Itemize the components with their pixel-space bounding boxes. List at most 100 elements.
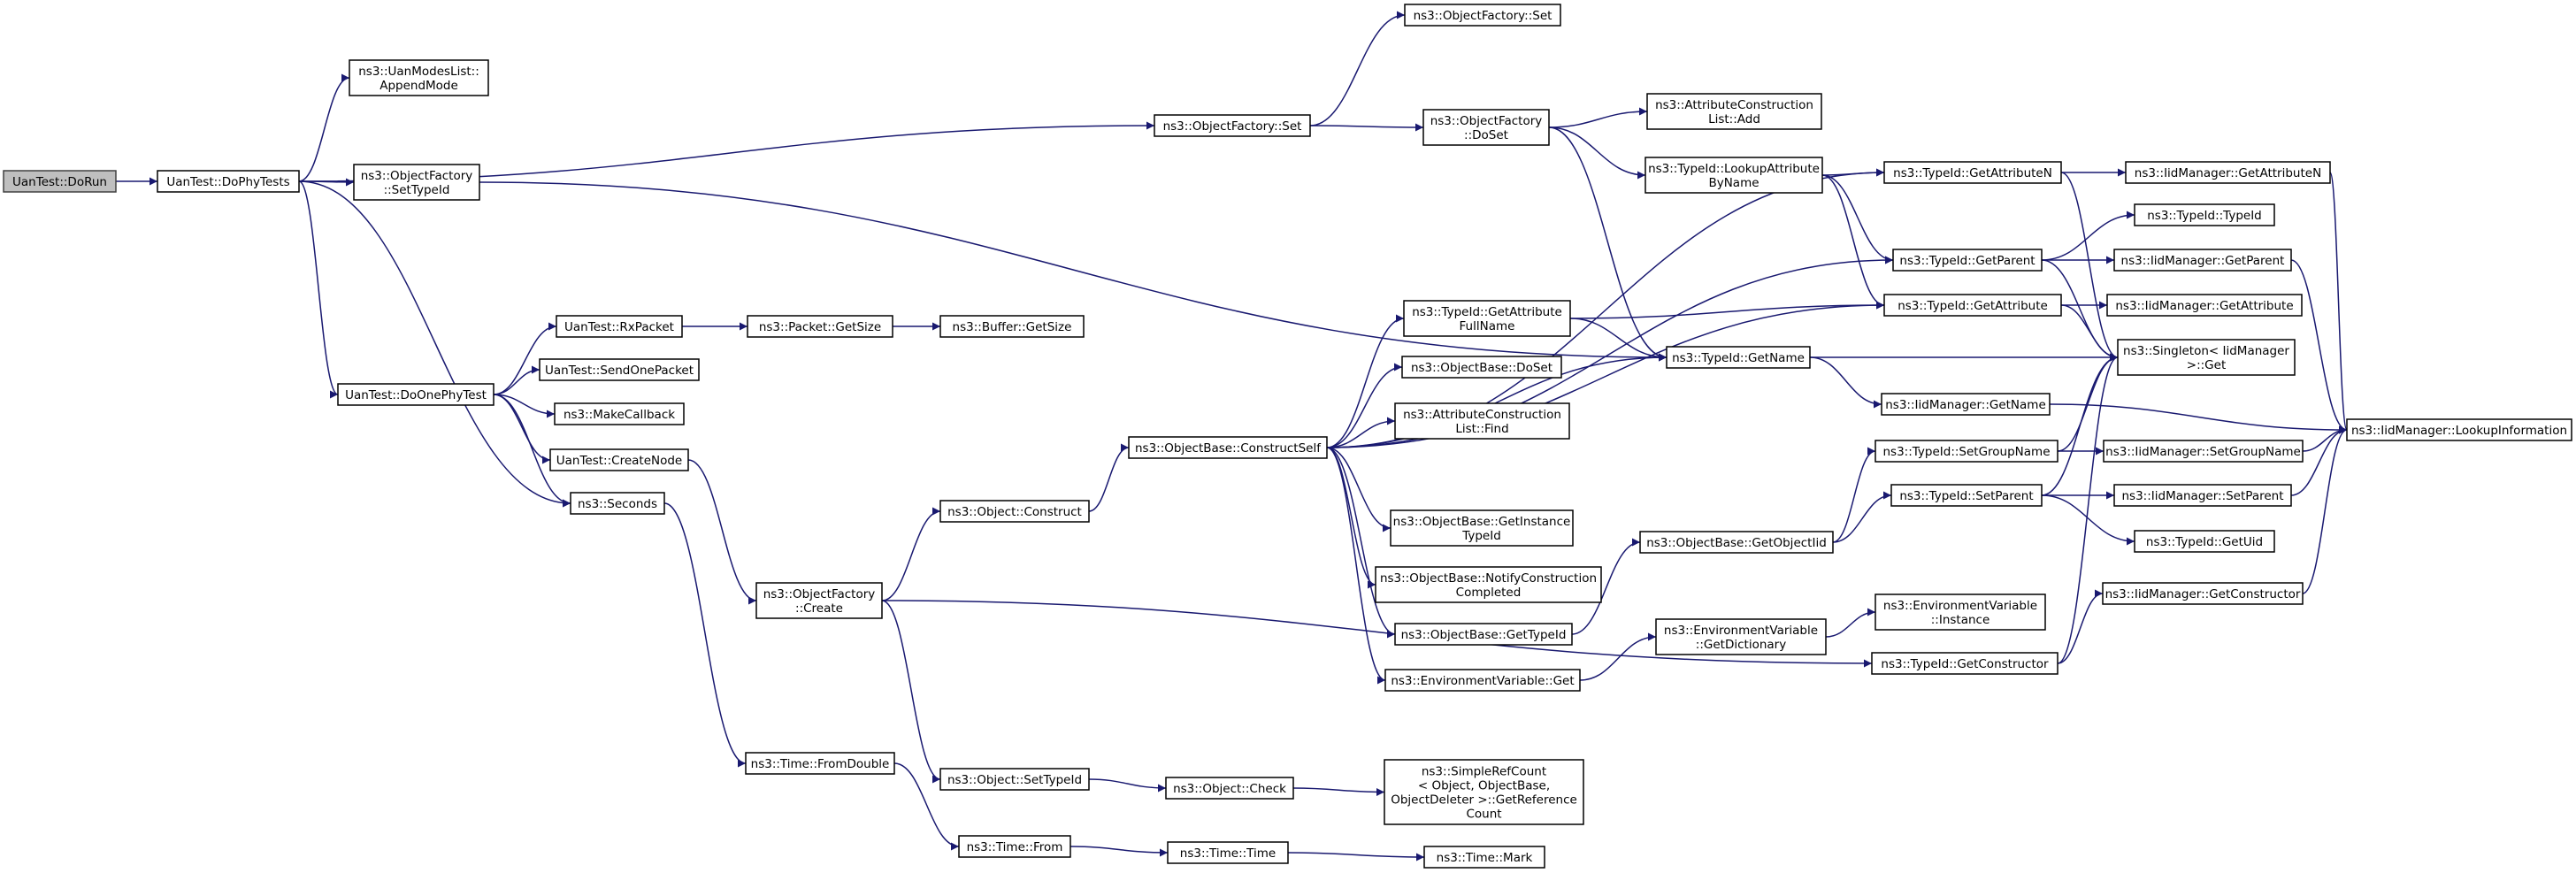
node-iid-get-attribute-n[interactable]: ns3::IidManager::GetAttributeN <box>2125 161 2331 184</box>
node-label: ns3::ObjectBase::NotifyConstruction <box>1380 571 1597 586</box>
node-iid-get-constructor[interactable]: ns3::IidManager::GetConstructor <box>2102 582 2304 605</box>
node-label: ::GetDictionary <box>1696 638 1786 652</box>
edge-construct-self-to-get-attribute <box>1326 301 1885 448</box>
node-label: ns3::Packet::GetSize <box>759 320 881 334</box>
node-get-parent[interactable]: ns3::TypeId::GetParent <box>1892 249 2043 272</box>
node-send-one-packet[interactable]: UanTest::SendOnePacket <box>539 358 700 381</box>
node-env-instance[interactable]: ns3::EnvironmentVariable::Instance <box>1874 593 2046 631</box>
node-iid-set-group-name[interactable]: ns3::IidManager::SetGroupName <box>2103 440 2304 463</box>
node-notify-construction-completed[interactable]: ns3::ObjectBase::NotifyConstructionCompl… <box>1375 566 1602 603</box>
node-object-check[interactable]: ns3::Object::Check <box>1165 777 1294 800</box>
edge-do-one-phy-test-to-create-node <box>493 394 551 464</box>
node-type-id-type-id[interactable]: ns3::TypeId::TypeId <box>2134 203 2275 226</box>
node-box <box>1423 846 1545 869</box>
node-obget-type-id[interactable]: ns3::ObjectBase::GetTypeId <box>1394 623 1573 646</box>
edge-get-name-to-iid-get-name <box>1809 356 1882 409</box>
node-label: ns3::Buffer::GetSize <box>953 320 1072 334</box>
node-obdo-set[interactable]: ns3::ObjectBase::DoSet <box>1401 356 1562 379</box>
node-label: ns3::AttributeConstruction <box>1403 408 1561 422</box>
node-make-callback[interactable]: ns3::MakeCallback <box>554 402 685 425</box>
node-label: Count <box>1466 808 1501 822</box>
node-box <box>1401 356 1562 379</box>
node-singleton-get[interactable]: ns3::Singleton< IidManager >::Get <box>2117 339 2296 376</box>
node-buffer-get-size[interactable]: ns3::Buffer::GetSize <box>939 315 1085 338</box>
edge-construct-self-to-get-attr-full-name <box>1326 314 1405 448</box>
node-get-name[interactable]: ns3::TypeId::GetName <box>1666 346 1811 369</box>
node-label: Completed <box>1456 586 1522 600</box>
node-label: < Object, ObjectBase, <box>1418 779 1550 793</box>
node-label: ByName <box>1708 176 1759 190</box>
node-iid-get-attribute[interactable]: ns3::IidManager::GetAttribute <box>2106 294 2303 317</box>
node-box <box>549 448 689 471</box>
node-set-group-name[interactable]: ns3::TypeId::SetGroupName <box>1874 440 2058 463</box>
node-seconds[interactable]: ns3::Seconds <box>570 492 665 515</box>
node-ofcreate[interactable]: ns3::ObjectFactory::Create <box>755 582 883 619</box>
node-iid-set-parent[interactable]: ns3::IidManager::SetParent <box>2113 484 2292 507</box>
node-label: ns3::Seconds <box>578 497 657 511</box>
node-time-from[interactable]: ns3::Time::From <box>958 835 1071 858</box>
edge-iid-get-parent-to-lookup-information <box>2290 259 2348 434</box>
node-box <box>1871 652 2058 675</box>
node-label: ::SetTypeId <box>384 183 450 197</box>
node-object-set-type-id[interactable]: ns3::Object::SetTypeId <box>939 768 1090 791</box>
node-object-construct[interactable]: ns3::Object::Construct <box>939 500 1090 523</box>
node-label: ns3::Singleton< IidManager <box>2123 344 2289 358</box>
edge-lookup-attr-by-name-to-get-parent <box>1821 174 1894 264</box>
node-time-time[interactable]: ns3::Time::Time <box>1167 841 1289 864</box>
node-ofset-top[interactable]: ns3::ObjectFactory::Set <box>1404 4 1561 27</box>
node-set-parent[interactable]: ns3::TypeId::SetParent <box>1890 484 2043 507</box>
edge-ofcreate-to-object-set-type-id <box>881 600 941 784</box>
node-rx-packet[interactable]: UanTest::RxPacket <box>556 315 683 338</box>
node-construct-self[interactable]: ns3::ObjectBase::ConstructSelf <box>1128 436 1328 459</box>
edge-construct-self-to-obdo-set <box>1326 363 1403 448</box>
node-type-id-get-constructor[interactable]: ns3::TypeId::GetConstructor <box>1871 652 2058 675</box>
node-box <box>939 500 1090 523</box>
node-get-attribute-n[interactable]: ns3::TypeId::GetAttributeN <box>1883 161 2062 184</box>
edge-iid-get-constructor-to-lookup-information <box>2302 425 2348 594</box>
node-get-attribute[interactable]: ns3::TypeId::GetAttribute <box>1883 294 2062 317</box>
node-iid-get-parent[interactable]: ns3::IidManager::GetParent <box>2113 249 2292 272</box>
node-label: ns3::EnvironmentVariable::Get <box>1391 674 1574 688</box>
node-packet-get-size[interactable]: ns3::Packet::GetSize <box>747 315 893 338</box>
node-box <box>1639 531 1834 554</box>
node-simple-ref-count[interactable]: ns3::SimpleRefCount< Object, ObjectBase,… <box>1384 759 1584 825</box>
node-label: ::Instance <box>1931 613 1990 627</box>
node-box <box>755 582 883 619</box>
edge-time-from-double-to-time-from <box>893 762 960 851</box>
node-ofdo-set[interactable]: ns3::ObjectFactory::DoSet <box>1422 109 1550 146</box>
node-label: ns3::Time::Mark <box>1437 851 1533 865</box>
node-label: ns3::Object::SetTypeId <box>947 773 1082 787</box>
node-time-from-double[interactable]: ns3::Time::FromDouble <box>745 752 895 775</box>
node-lookup-information[interactable]: ns3::IidManager::LookupInformation <box>2346 418 2572 441</box>
node-label: ns3::IidManager::GetAttribute <box>2115 299 2293 313</box>
node-iid-get-name[interactable]: ns3::IidManager::GetName <box>1881 393 2051 416</box>
node-do-one-phy-test[interactable]: UanTest::DoOnePhyTest <box>337 383 494 406</box>
node-label: ns3::ObjectFactory <box>361 169 473 183</box>
node-label: ns3::TypeId::LookupAttribute <box>1648 162 1820 176</box>
node-label: ns3::ObjectFactory::Set <box>1163 119 1302 134</box>
node-box <box>1394 402 1570 440</box>
node-label: FullName <box>1460 319 1515 333</box>
node-label: ns3::IidManager::GetAttributeN <box>2135 166 2321 180</box>
node-ofset-mid[interactable]: ns3::ObjectFactory::Set <box>1154 114 1311 137</box>
edge-construct-self-to-get-instance-type-id <box>1326 447 1392 532</box>
node-label: ns3::IidManager::LookupInformation <box>2351 424 2567 438</box>
node-get-uid[interactable]: ns3::TypeId::GetUid <box>2134 530 2275 553</box>
node-env-get-dictionary[interactable]: ns3::EnvironmentVariable::GetDictionary <box>1655 618 1827 655</box>
node-box <box>745 752 895 775</box>
node-time-mark[interactable]: ns3::Time::Mark <box>1423 846 1545 869</box>
node-label: ObjectDeleter >::GetReference <box>1391 793 1577 808</box>
node-get-object-iid[interactable]: ns3::ObjectBase::GetObjectIid <box>1639 531 1834 554</box>
node-create-node[interactable]: UanTest::CreateNode <box>549 448 689 471</box>
node-env-get[interactable]: ns3::EnvironmentVariable::Get <box>1384 669 1581 692</box>
node-ofset-type-id[interactable]: ns3::ObjectFactory::SetTypeId <box>353 164 480 201</box>
node-box <box>2103 440 2304 463</box>
node-append-mode[interactable]: ns3::UanModesList::AppendMode <box>349 59 489 96</box>
node-do-phy-tests[interactable]: UanTest::DoPhyTests <box>157 170 300 193</box>
node-box <box>747 315 893 338</box>
